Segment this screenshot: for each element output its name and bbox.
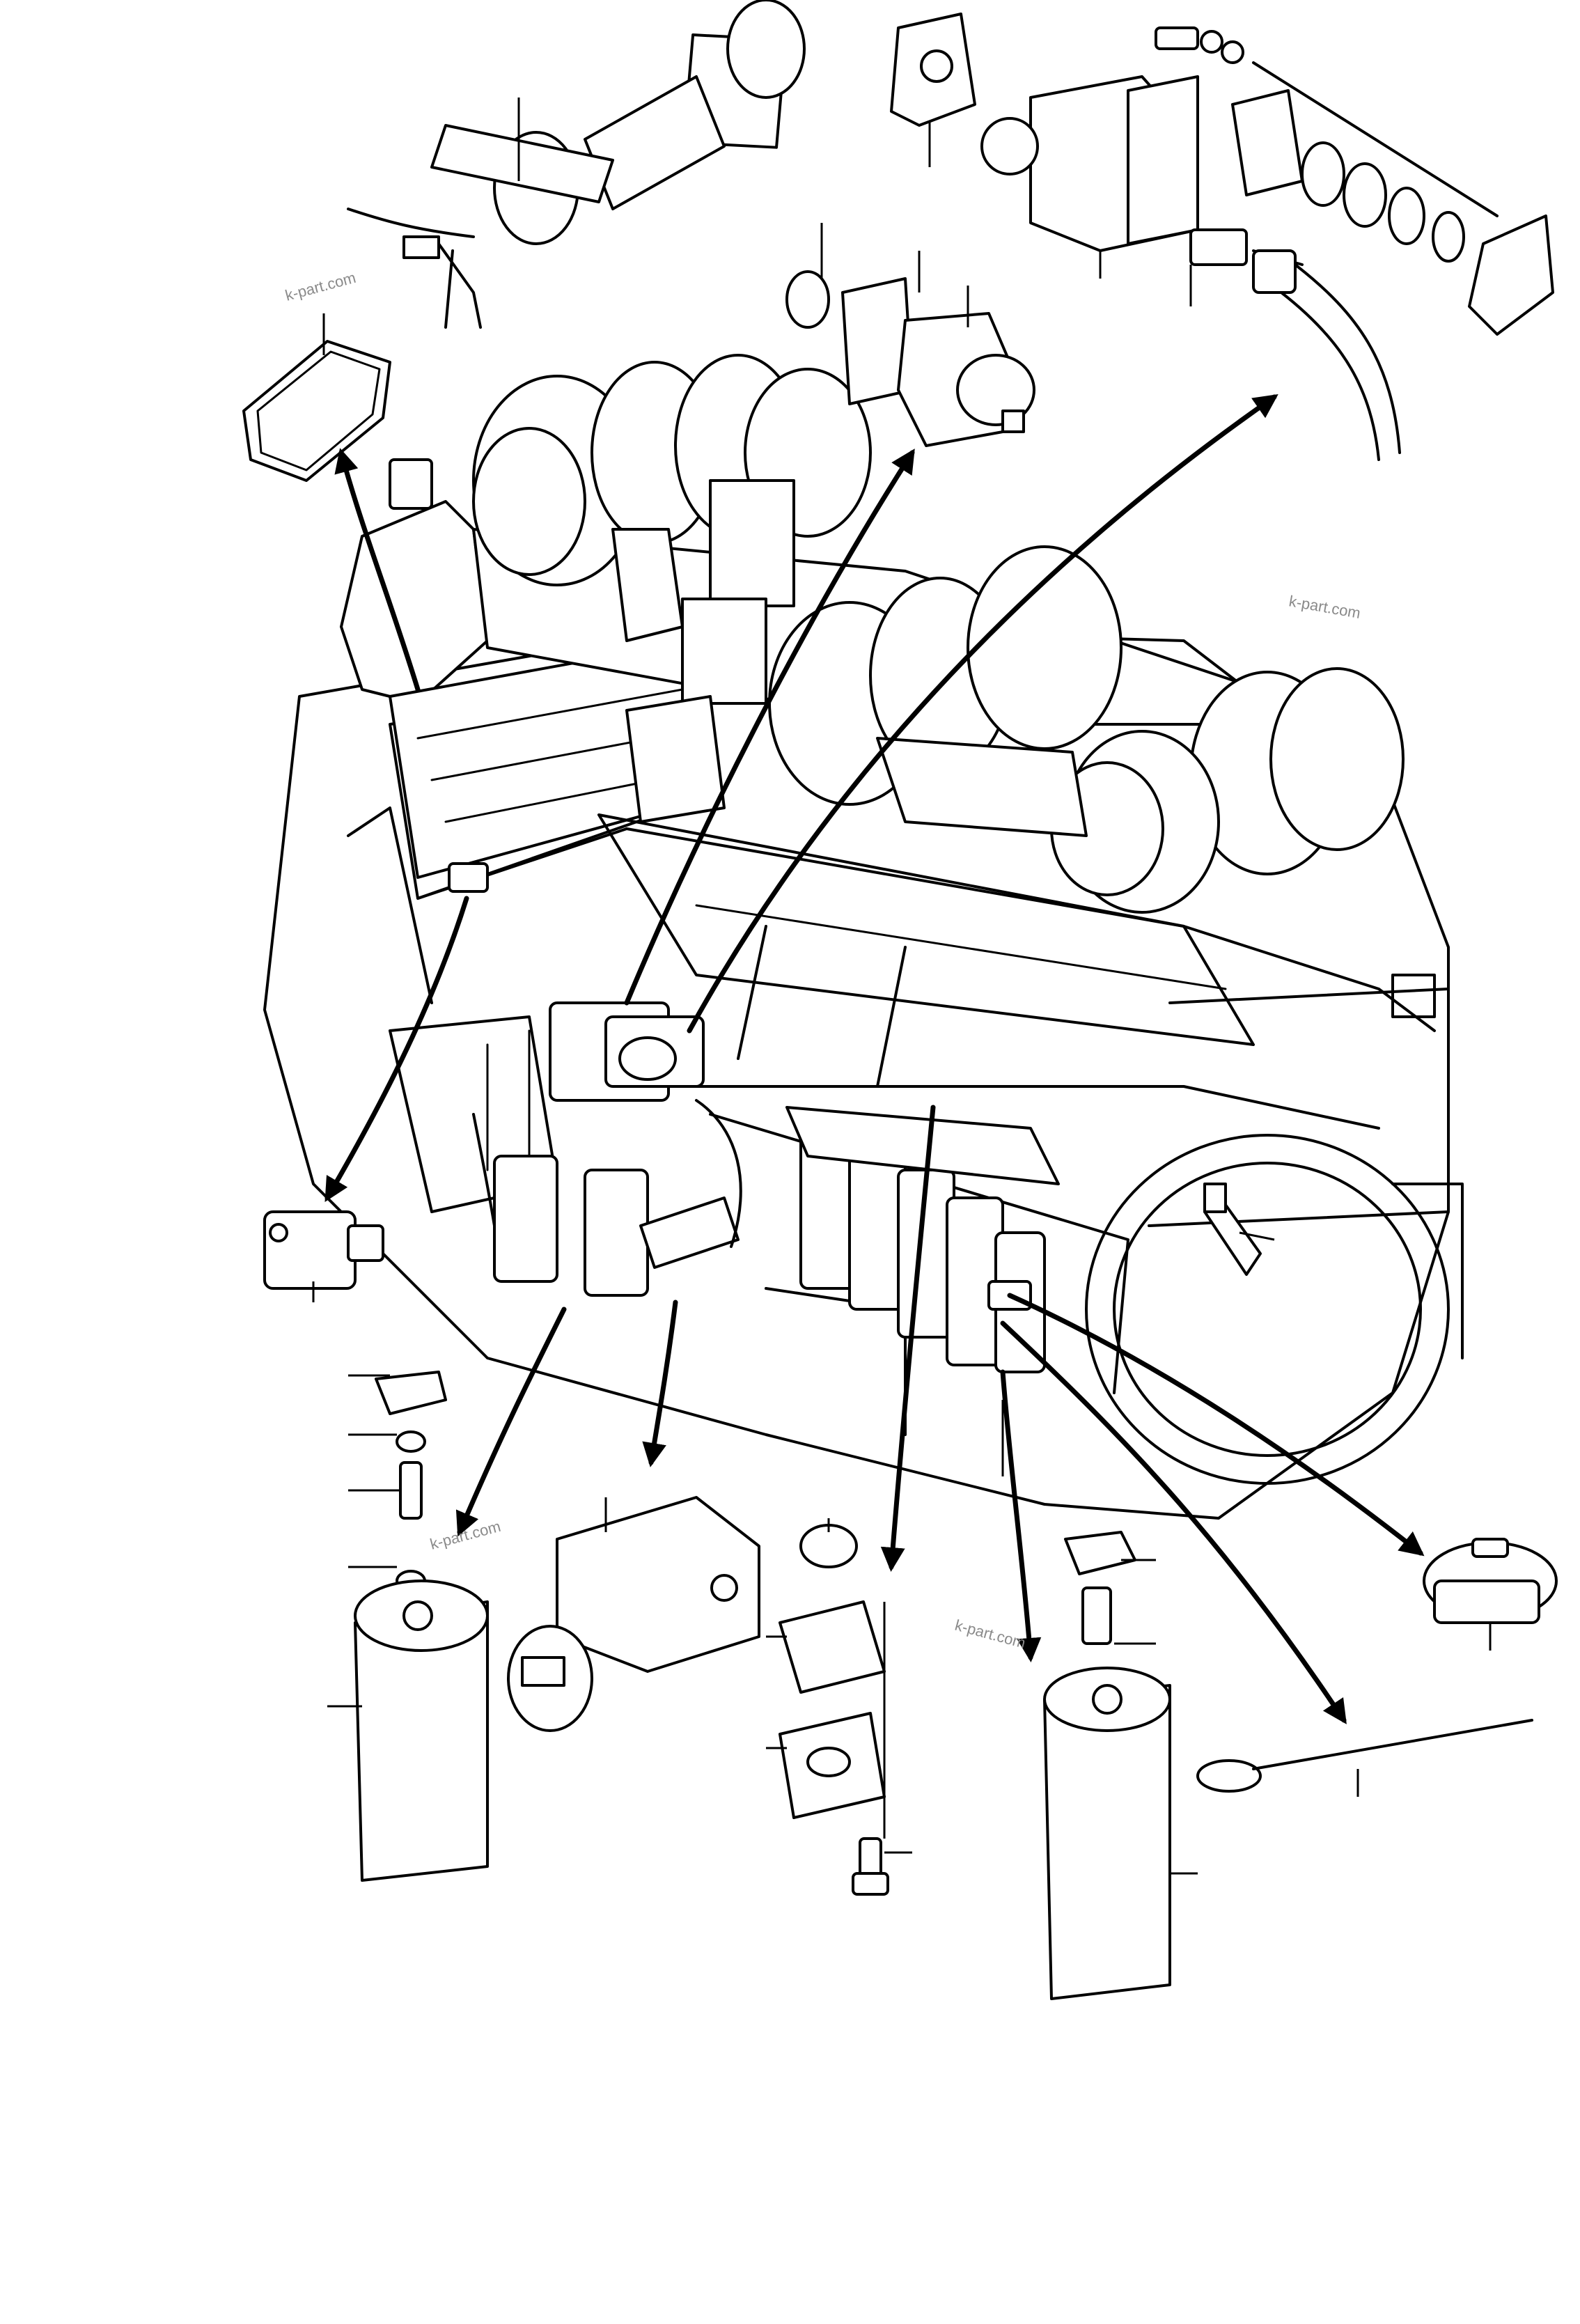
hydraulic-pump-assembly [980, 26, 1554, 461]
block-pressure-sensor [448, 862, 489, 893]
leader-lines [312, 98, 1492, 1875]
watermark-1: k-part.com [283, 269, 358, 304]
dipstick [1196, 1719, 1533, 1793]
turbocharger-front [625, 545, 1405, 914]
stop-solenoid-assembly [347, 0, 806, 329]
rocker-cover-gasket [242, 340, 391, 482]
oil-pump-cover-parts [785, 270, 1035, 447]
watermark-2: k-part.com [1288, 592, 1362, 622]
callout-arrows [324, 393, 1425, 1724]
pump-flange-plate [890, 13, 976, 127]
oil-filler-cap [1423, 1538, 1558, 1624]
flywheel-housing [1085, 1134, 1464, 1485]
fuel-filter-bank [785, 1106, 1060, 1373]
valve-solenoid-stack [779, 1524, 889, 1896]
engine-solenoid-block [472, 1001, 742, 1297]
turbocharger-rear [472, 354, 872, 642]
watermark-4: k-part.com [953, 1616, 1028, 1652]
fuel-filter-right [1043, 1531, 1171, 2000]
oil-filter-left [354, 1371, 489, 1882]
control-valve-block [507, 1496, 760, 1732]
oil-pressure-sender [263, 1210, 384, 1290]
